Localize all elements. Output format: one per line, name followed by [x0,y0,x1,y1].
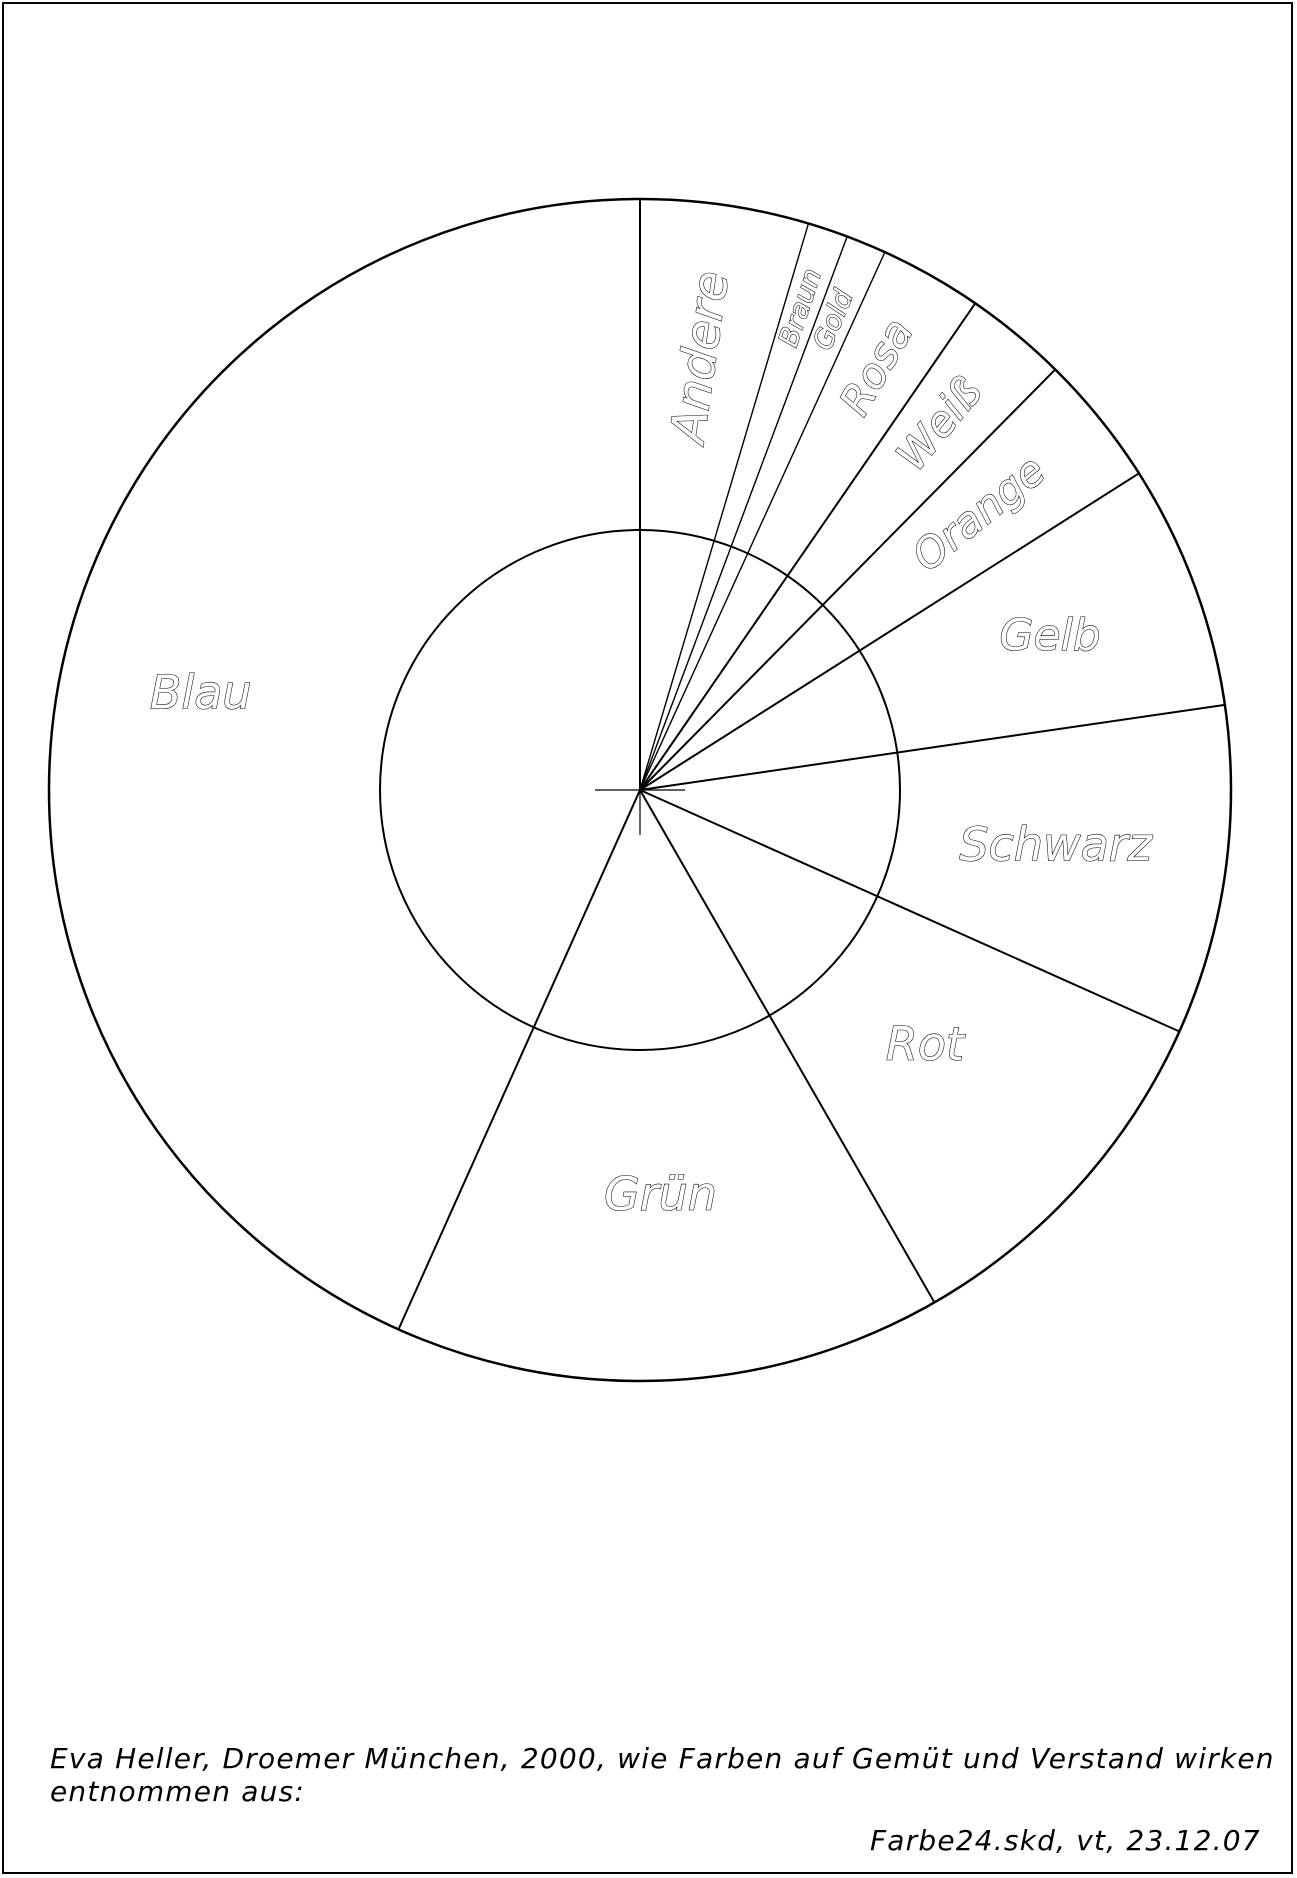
slice-label-andere: Andere [659,267,740,449]
source-caption-line: Eva Heller, Droemer München, 2000, wie F… [50,1742,1275,1775]
slice-boundary-schwarz [639,703,1225,791]
slice-boundary-gold [639,236,848,791]
center-cross-mark [595,745,685,835]
pie-inner-circle [379,529,901,1051]
slice-label-grün: Grün [604,1167,717,1221]
slice-label-schwarz: Schwarz [959,817,1152,871]
slice-label-gelb: Gelb [999,610,1100,661]
slice-boundary-orange [639,368,1056,791]
slice-boundary-braun [639,223,810,791]
slice-boundary-blau [397,789,641,1330]
slice-boundary-grün [639,789,936,1303]
slice-boundary-rosa [639,251,886,791]
file-reference: Farbe24.skd, vt, 23.12.07 [870,1824,1261,1857]
slice-boundary-weiß [639,302,977,791]
source-caption-prefix: entnommen aus: [50,1775,305,1808]
slice-label-weiß: Weiß [887,368,992,481]
slice-label-rot: Rot [886,1017,966,1071]
slice-boundary-rot [639,789,1180,1033]
pie-outer-circle [47,197,1233,1383]
slice-boundary-gelb [639,472,1140,791]
pie-slices [397,199,1225,1330]
slice-label-blau: Blau [150,666,252,720]
